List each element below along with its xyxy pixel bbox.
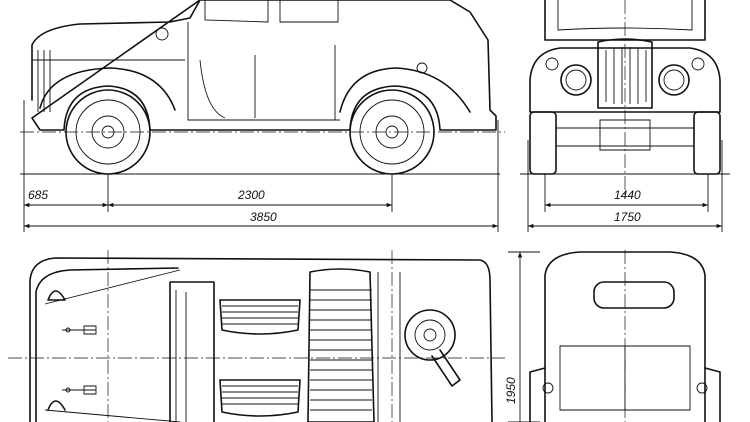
front-view xyxy=(520,0,730,195)
dim-overall-length: 3850 xyxy=(250,210,277,224)
rear-view xyxy=(529,250,721,422)
dim-wheelbase: 2300 xyxy=(237,188,265,202)
side-view xyxy=(20,0,505,175)
dim-overall-height: 1950 xyxy=(504,377,518,404)
dim-track-width: 1440 xyxy=(614,188,641,202)
dim-overall-width: 1750 xyxy=(614,210,641,224)
top-view xyxy=(8,250,505,422)
dim-front-overhang: 685 xyxy=(28,188,48,202)
